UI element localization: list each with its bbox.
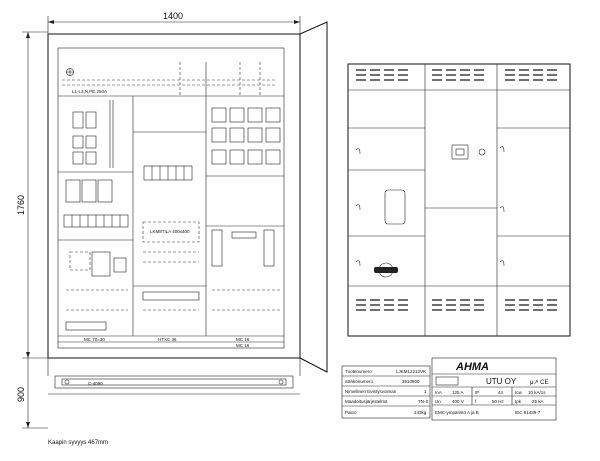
title-block-specs: AHMA UTU OY μ↗ CE InA 125 A IP 44 Icw 10… xyxy=(431,357,557,421)
base-height-label: 900 xyxy=(16,387,26,402)
height-label: 1760 xyxy=(16,195,26,215)
door-handles xyxy=(355,146,505,267)
depth-note: Kaapin syvyys 467mm xyxy=(48,440,108,446)
spec-5-label: f xyxy=(475,399,477,404)
spec-2-label: IP xyxy=(475,390,479,395)
emc-class: EMC-ympäristö A ja B xyxy=(435,410,479,415)
width-dimension: 1400 xyxy=(47,11,301,40)
meter-window xyxy=(384,189,406,225)
title-row-5-label: Paino xyxy=(345,410,357,415)
left-column-devices xyxy=(63,100,129,331)
section-label-4: MC 16 xyxy=(236,343,250,348)
right-column-devices xyxy=(211,107,281,311)
reserved-space-label: LKM8TILA 400x400 xyxy=(150,229,190,234)
spec-3-label: Icw xyxy=(515,390,523,395)
supply-label: L1-L3,N,PE,250A xyxy=(72,89,107,94)
title-row-5-value: 243kg xyxy=(414,410,427,415)
section-label-3: MC 16 xyxy=(236,337,250,342)
spec-1-value: 125 A xyxy=(452,390,464,395)
spec-1-label: InA xyxy=(435,390,442,395)
title-row-1-label: Tuotenumero xyxy=(345,369,372,374)
section-label-2: HTXC 36 xyxy=(158,337,177,342)
spec-4-value: 400 V xyxy=(452,399,464,404)
main-switch-handle xyxy=(374,262,398,278)
ventilation-grilles xyxy=(356,69,557,311)
base-height-dimension: 900 xyxy=(16,358,48,429)
title-row-4-label: Maadoitusjärjestelmä xyxy=(345,399,388,404)
company-name: UTU OY xyxy=(486,377,517,386)
title-row-2-label: Sähkönumero xyxy=(345,379,374,384)
height-dimension: 1760 xyxy=(16,31,48,359)
plinth-label: C-4090 xyxy=(88,381,103,386)
section-labels: MC 70=30 HTXC 36 MC 16 MC 16 xyxy=(58,335,284,348)
certification-marks: μ↗ CE xyxy=(530,380,549,386)
title-block-info: Tuotenumero LJKM12212VK Sähkönumero 3510… xyxy=(341,365,431,419)
cabinet-exterior-view xyxy=(347,63,571,337)
spec-6-value: 25 kA xyxy=(532,399,544,404)
spec-3-value: 10 kA/1s xyxy=(528,390,546,395)
spec-4-label: Un xyxy=(435,399,441,404)
width-label: 1400 xyxy=(163,11,183,21)
middle-column-devices: LKM8TILA 400x400 xyxy=(142,165,200,311)
title-row-1-value: LJKM12212VK xyxy=(396,369,426,374)
title-row-2-value: 3510800 xyxy=(402,379,420,384)
busbar-area: L1-L3,N,PE,250A xyxy=(62,62,276,96)
title-row-3-label: Nimellinen tiivistysvoiman xyxy=(345,389,397,394)
indicator-panel xyxy=(451,144,486,160)
spec-2-value: 44 xyxy=(498,390,504,395)
spec-5-value: 50 Hz xyxy=(492,399,505,404)
brand-name: AHMA xyxy=(455,361,489,373)
section-label-1: MC 70=30 xyxy=(84,337,105,342)
title-row-4-value: TN-S xyxy=(418,399,429,404)
spec-6-label: Ipk xyxy=(515,399,522,404)
standard-label: IEC 61439-7 xyxy=(515,410,541,415)
title-row-3-value: 1 xyxy=(424,389,427,394)
cabinet-front-view: C-4090 xyxy=(47,21,328,395)
